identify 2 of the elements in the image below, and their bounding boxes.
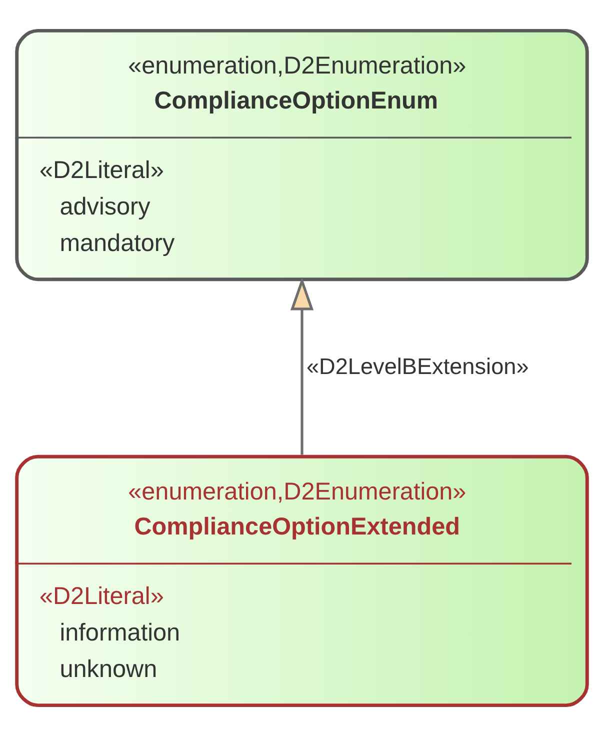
- arrow: [290, 276, 314, 454]
- edge-label: «D2LevelBExtension»: [306, 353, 529, 378]
